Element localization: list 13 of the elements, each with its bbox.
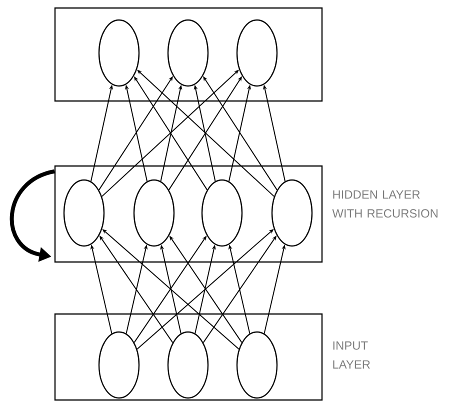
neuron-ellipse [98,19,140,87]
neuron-ellipse [201,179,243,247]
neuron-ellipse [133,179,175,247]
neuron-ellipse [236,19,278,87]
neuron-ellipse [236,331,278,399]
neuron-ellipse [271,179,313,247]
layer-label: HIDDEN LAYER WITH RECURSION [332,190,438,218]
neuron-ellipse [167,19,209,87]
neuron-ellipse [63,179,105,247]
neuron-ellipse [98,331,140,399]
neuron-ellipse [167,331,209,399]
layer-label: INPUT LAYER [333,341,370,369]
layer-box [54,7,323,102]
